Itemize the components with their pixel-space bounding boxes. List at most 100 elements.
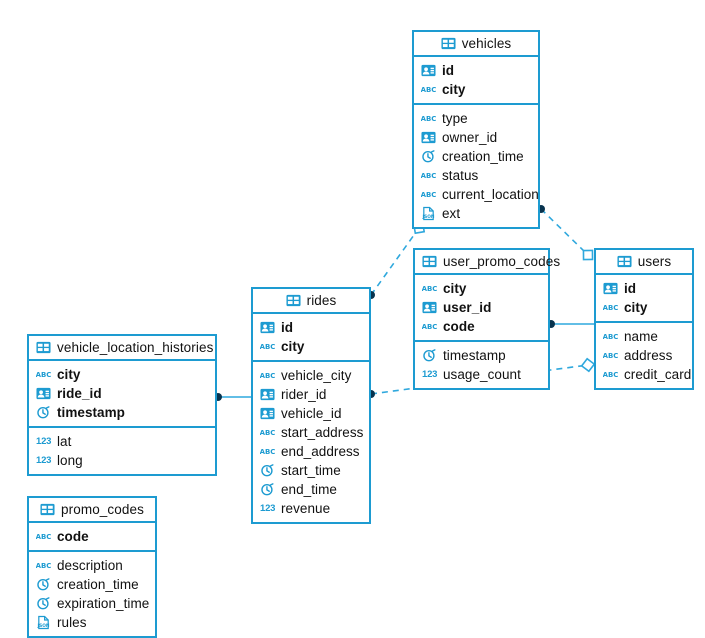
number-123-icon: 123: [36, 435, 52, 447]
number-123-icon: 123: [422, 368, 438, 380]
field-end_time[interactable]: end_time: [253, 480, 369, 499]
field-label: status: [442, 168, 479, 183]
entity-header-user_promo_codes[interactable]: user_promo_codes: [415, 250, 560, 275]
field-label: creation_time: [57, 577, 139, 592]
svg-text:ABC: ABC: [422, 285, 437, 293]
entity-title: vehicle_location_histories: [57, 340, 214, 355]
number-123-icon: 123: [36, 454, 52, 466]
id-badge-icon: [603, 281, 618, 296]
entity-header-users[interactable]: users: [596, 250, 692, 275]
table-icon: [40, 502, 55, 517]
field-label: end_time: [281, 482, 337, 497]
primary-key-field-id[interactable]: id: [253, 318, 369, 337]
field-label: city: [443, 281, 467, 296]
field-label: user_id: [443, 300, 492, 315]
relationship-line: [370, 227, 420, 296]
primary-key-field-ride_id[interactable]: ride_id: [29, 384, 215, 403]
field-label: ride_id: [57, 386, 102, 401]
field-label: credit_card: [624, 367, 692, 382]
entity-header-rides[interactable]: rides: [253, 289, 369, 314]
field-label: usage_count: [443, 367, 521, 382]
field-creation_time[interactable]: creation_time: [414, 147, 538, 166]
field-description[interactable]: ABC description: [29, 556, 155, 575]
field-status[interactable]: ABC status: [414, 166, 538, 185]
field-rider_id[interactable]: rider_id: [253, 385, 369, 404]
field-label: end_address: [281, 444, 360, 459]
primary-key-field-id[interactable]: id: [596, 279, 692, 298]
svg-text:ABC: ABC: [421, 172, 436, 180]
field-expiration_time[interactable]: expiration_time: [29, 594, 155, 613]
primary-key-field-city[interactable]: ABC city: [415, 279, 548, 298]
clock-icon: [421, 149, 436, 164]
primary-key-field-city[interactable]: ABC city: [596, 298, 692, 317]
field-owner_id[interactable]: owner_id: [414, 128, 538, 147]
table-icon: [617, 254, 632, 269]
field-label: id: [281, 320, 294, 335]
table-icon: [286, 293, 301, 308]
relationship-rel-vlh-rides[interactable]: [214, 393, 251, 401]
clock-icon: [260, 463, 275, 478]
text-abc-icon: ABC: [421, 168, 436, 183]
svg-text:ABC: ABC: [36, 562, 51, 570]
table-icon: [36, 340, 51, 355]
svg-text:ABC: ABC: [260, 429, 275, 437]
svg-text:ABC: ABC: [421, 115, 436, 123]
field-creation_time[interactable]: creation_time: [29, 575, 155, 594]
primary-key-field-id[interactable]: id: [414, 61, 538, 80]
cardinality-one-square: [582, 249, 594, 261]
entity-header-promo_codes[interactable]: promo_codes: [29, 498, 155, 523]
entity-header-vehicles[interactable]: vehicles: [414, 32, 538, 57]
field-usage_count[interactable]: 123 usage_count: [415, 365, 548, 384]
field-vehicle_id[interactable]: vehicle_id: [253, 404, 369, 423]
field-label: city: [442, 82, 466, 97]
field-start_time[interactable]: start_time: [253, 461, 369, 480]
primary-key-field-timestamp[interactable]: timestamp: [29, 403, 215, 422]
field-label: expiration_time: [57, 596, 150, 611]
field-label: city: [624, 300, 648, 315]
cardinality-one-square: [580, 357, 596, 373]
text-abc-icon: ABC: [421, 111, 436, 126]
clock-icon: [260, 482, 275, 497]
primary-key-field-user_id[interactable]: user_id: [415, 298, 548, 317]
entity-header-vehicle_location_histories[interactable]: vehicle_location_histories: [29, 336, 215, 361]
relationship-rel-upc-users[interactable]: [547, 320, 594, 328]
field-timestamp[interactable]: timestamp: [415, 346, 548, 365]
id-badge-icon: [421, 130, 436, 145]
number-123-icon: 123: [260, 502, 276, 514]
clock-icon: [422, 348, 437, 363]
svg-text:ABC: ABC: [260, 343, 275, 351]
text-abc-icon: ABC: [260, 425, 275, 440]
text-abc-icon: ABC: [422, 281, 437, 296]
text-abc-icon: ABC: [603, 300, 618, 315]
field-label: vehicle_id: [281, 406, 342, 421]
field-label: description: [57, 558, 123, 573]
